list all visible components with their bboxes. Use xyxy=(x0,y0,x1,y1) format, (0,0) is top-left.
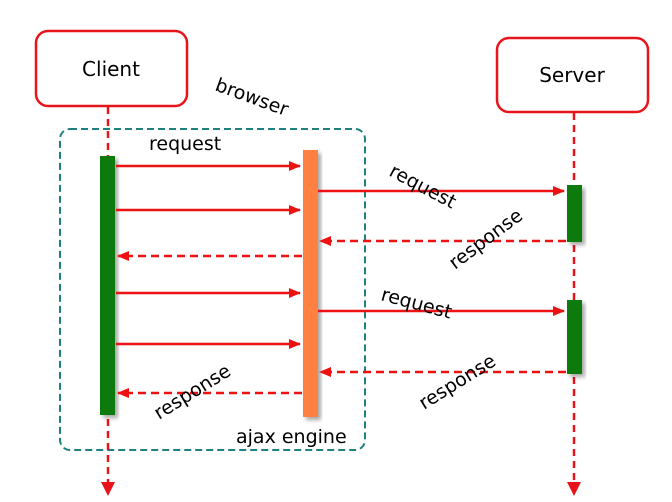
response-label-1: response xyxy=(445,204,527,274)
ajax-engine-label: ajax engine xyxy=(236,426,347,448)
server-label: Server xyxy=(539,63,605,87)
request-label-3: request xyxy=(379,284,454,324)
client-label: Client xyxy=(82,57,140,81)
client-activation-bar xyxy=(100,156,115,415)
server-lifeline-arrowhead xyxy=(567,482,581,496)
browser-frame xyxy=(59,128,366,451)
browser-label: browser xyxy=(212,74,291,121)
client-lifeline-arrowhead xyxy=(101,482,115,496)
response-label-3: response xyxy=(415,350,500,414)
ajax-engine-bar xyxy=(303,150,318,417)
client-box xyxy=(34,29,189,108)
server-box xyxy=(495,36,650,114)
server-activation-bar-1 xyxy=(567,185,582,242)
request-label-1: request xyxy=(149,133,221,155)
request-label-2: request xyxy=(386,160,460,213)
server-activation-bar-2 xyxy=(567,300,582,374)
